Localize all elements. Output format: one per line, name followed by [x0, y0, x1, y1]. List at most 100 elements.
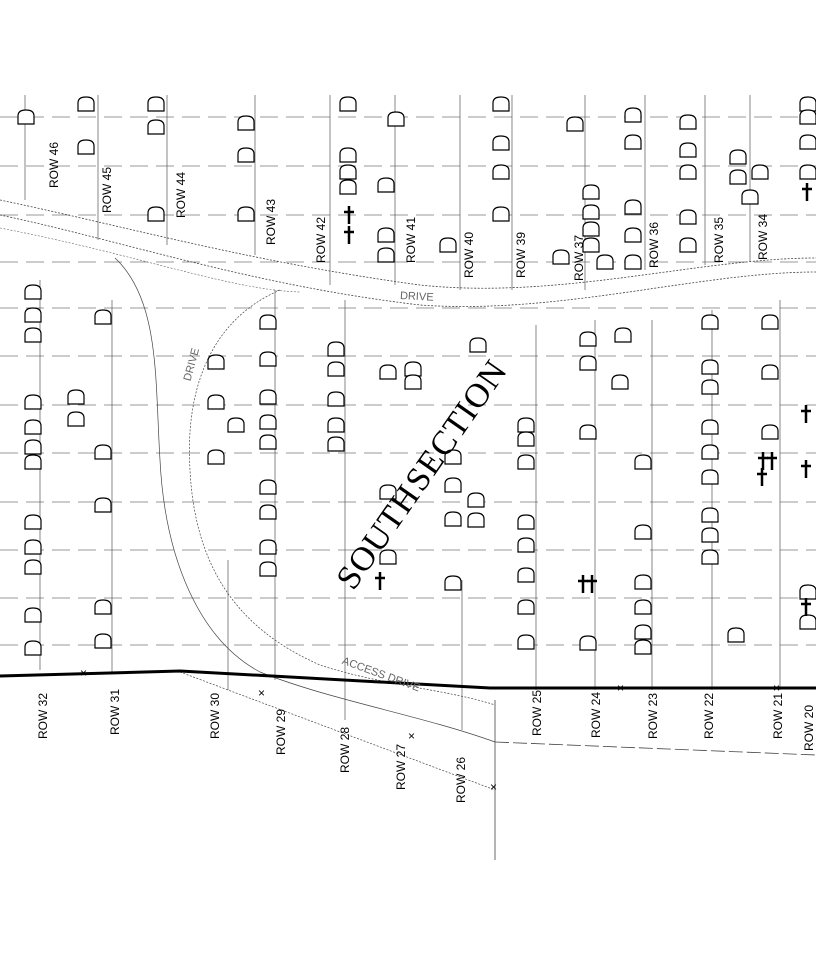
headstone-icon [439, 237, 457, 253]
headstone-icon [517, 431, 535, 447]
headstone-icon [729, 149, 747, 165]
headstone-icon [634, 454, 652, 470]
survey-marker-icon: × [258, 686, 265, 700]
headstone-icon [404, 361, 422, 377]
headstone-icon [579, 424, 597, 440]
headstone-icon [624, 199, 642, 215]
headstone-icon [404, 374, 422, 390]
headstone-icon [679, 237, 697, 253]
row-label: ROW 42 [314, 217, 328, 263]
survey-marker-icon: × [490, 780, 497, 794]
headstone-icon [377, 177, 395, 193]
headstone-icon [799, 96, 816, 112]
survey-marker-icon: × [80, 666, 87, 680]
headstones [17, 96, 816, 656]
row-label: ROW 25 [530, 690, 544, 736]
survey-marker-icon: × [617, 681, 624, 695]
headstone-icon [147, 119, 165, 135]
headstone-icon [701, 359, 719, 375]
headstone-icon [751, 164, 769, 180]
row-label: ROW 28 [338, 727, 352, 773]
headstone-icon [339, 164, 357, 180]
headstone-icon [227, 417, 245, 433]
headstone-icon [259, 479, 277, 495]
headstone-icon [701, 527, 719, 543]
headstone-icon [624, 227, 642, 243]
headstone-icon [579, 331, 597, 347]
drive-curve-outer [114, 257, 496, 743]
headstone-icon [469, 337, 487, 353]
cross-icon [802, 183, 812, 201]
headstone-icon [24, 640, 42, 656]
row-label: ROW 41 [404, 217, 418, 263]
headstone-icon [387, 111, 405, 127]
headstone-icon [611, 374, 629, 390]
access-drive-lower [179, 671, 496, 791]
headstone-icon [377, 247, 395, 263]
headstone-icon [679, 209, 697, 225]
headstone-icon [517, 634, 535, 650]
row-label: ROW 32 [36, 693, 50, 739]
headstone-icon [614, 327, 632, 343]
drive-inner-edge [0, 227, 301, 293]
headstone-icon [327, 436, 345, 452]
headstone-icon [492, 96, 510, 112]
headstone-icon [444, 477, 462, 493]
headstone-icon [259, 539, 277, 555]
row-label: ROW 20 [802, 705, 816, 751]
headstone-icon [761, 424, 779, 440]
headstone-icon [582, 204, 600, 220]
survey-marker-icon: × [773, 681, 780, 695]
cross-icon [757, 468, 767, 486]
headstone-icon [799, 109, 816, 125]
headstone-icon [24, 439, 42, 455]
headstone-icon [237, 147, 255, 163]
headstone-icon [24, 559, 42, 575]
headstone-icon [467, 492, 485, 508]
boundary-markers: ×××××× [80, 666, 780, 794]
headstone-icon [517, 537, 535, 553]
headstone-icon [339, 179, 357, 195]
headstone-icon [24, 419, 42, 435]
section-title: SOUTH SECTION [330, 353, 515, 596]
drive-upper-edge [0, 199, 816, 289]
headstone-icon [701, 379, 719, 395]
headstone-icon [492, 135, 510, 151]
headstone-icon [701, 419, 719, 435]
headstone-icon [579, 355, 597, 371]
headstone-icon [327, 417, 345, 433]
headstone-icon [552, 249, 570, 265]
drive-label-upper: DRIVE [400, 290, 434, 304]
headstone-icon [799, 584, 816, 600]
headstone-icon [579, 635, 597, 651]
row-label: ROW 24 [589, 692, 603, 738]
headstone-icon [444, 511, 462, 527]
headstone-icon [207, 354, 225, 370]
headstone-icon [517, 454, 535, 470]
row-label: ROW 21 [771, 693, 785, 739]
headstone-icon [94, 497, 112, 513]
headstone-icon [634, 574, 652, 590]
headstone-icon [24, 539, 42, 555]
headstone-icon [259, 561, 277, 577]
headstone-icon [582, 237, 600, 253]
headstone-icon [799, 164, 816, 180]
headstone-icon [729, 169, 747, 185]
headstone-icon [582, 184, 600, 200]
cross-icon [801, 460, 811, 478]
plot-grid [0, 95, 816, 730]
headstone-icon [679, 114, 697, 130]
headstone-icon [701, 314, 719, 330]
headstone-icon [761, 314, 779, 330]
headstone-icon [492, 164, 510, 180]
row-label: ROW 31 [108, 689, 122, 735]
headstone-icon [377, 227, 395, 243]
headstone-icon [327, 361, 345, 377]
row-label: ROW 40 [462, 232, 476, 278]
cross-icon [344, 206, 354, 224]
headstone-icon [467, 512, 485, 528]
headstone-icon [94, 599, 112, 615]
headstone-icon [237, 206, 255, 222]
headstone-icon [492, 206, 510, 222]
headstone-icon [147, 206, 165, 222]
